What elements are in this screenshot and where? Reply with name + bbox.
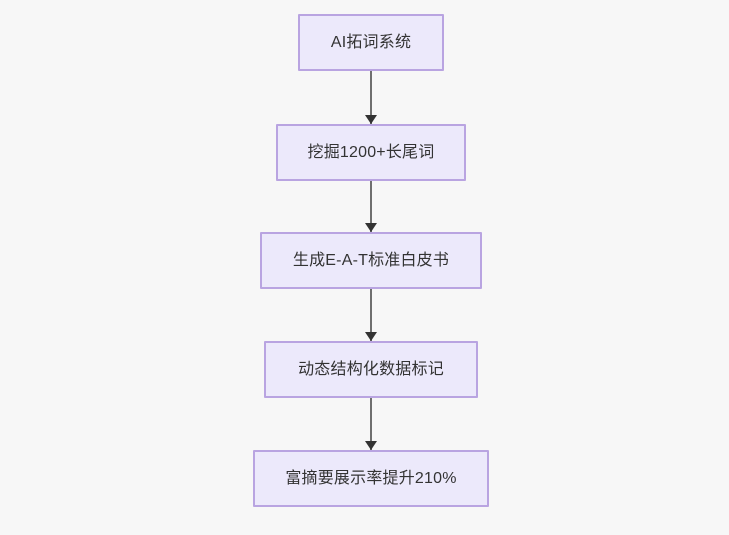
connector-line [370, 289, 372, 341]
connector-arrow-4 [365, 398, 377, 450]
connector-line [370, 181, 372, 232]
connector-arrow-3 [365, 289, 377, 341]
flow-node-3[interactable]: 生成E-A-T标准白皮书 [260, 232, 482, 289]
connector-line [370, 71, 372, 124]
flow-node-label: 富摘要展示率提升210% [285, 469, 457, 487]
arrowhead-down-icon [365, 115, 377, 124]
flow-node-label: 生成E-A-T标准白皮书 [292, 251, 450, 269]
flow-node-label: AI拓词系统 [330, 33, 412, 51]
flow-node-1[interactable]: AI拓词系统 [298, 14, 444, 71]
flow-node-4[interactable]: 动态结构化数据标记 [264, 341, 478, 398]
flow-node-5[interactable]: 富摘要展示率提升210% [253, 450, 489, 507]
flow-node-2[interactable]: 挖掘1200+长尾词 [276, 124, 466, 181]
flow-node-label: 挖掘1200+长尾词 [307, 143, 435, 161]
flow-node-label: 动态结构化数据标记 [298, 360, 444, 378]
connector-arrow-2 [365, 181, 377, 232]
arrowhead-down-icon [365, 223, 377, 232]
arrowhead-down-icon [365, 441, 377, 450]
connector-arrow-1 [365, 71, 377, 124]
connector-line [370, 398, 372, 450]
arrowhead-down-icon [365, 332, 377, 341]
